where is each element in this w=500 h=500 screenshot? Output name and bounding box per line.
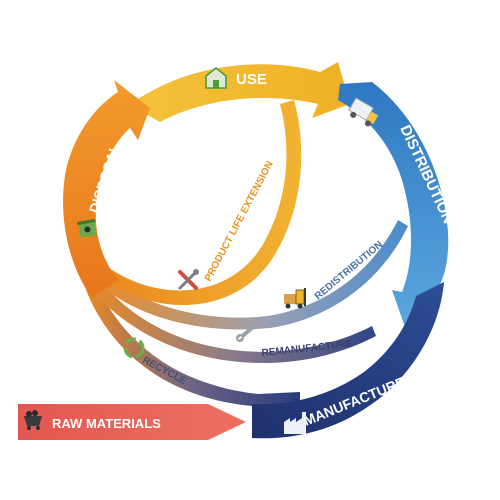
redistribution-loop (94, 220, 408, 330)
manufacture-segment (252, 282, 444, 439)
house-icon (205, 66, 227, 89)
use-label: USE (236, 71, 267, 88)
recycle-loop (86, 282, 300, 406)
mine-cart-icon (24, 410, 42, 430)
forklift-icon (284, 288, 306, 309)
raw-materials-label: RAW MATERIALS (52, 416, 161, 431)
trash-bin-icon (77, 219, 97, 238)
product-life-extension-loop (98, 100, 302, 306)
recycle-label: RECYCLE (141, 355, 189, 387)
repair-tools-icon (178, 269, 199, 290)
recycle-icon (123, 337, 145, 359)
use-segment (128, 62, 350, 122)
wrench-icon (236, 325, 255, 342)
disposal-segment (63, 80, 150, 298)
delivery-truck-icon (348, 97, 379, 127)
factory-icon (284, 412, 306, 434)
distribution-segment (338, 82, 449, 330)
raw-materials-banner (18, 404, 246, 440)
remanufacture-loop (88, 278, 376, 364)
